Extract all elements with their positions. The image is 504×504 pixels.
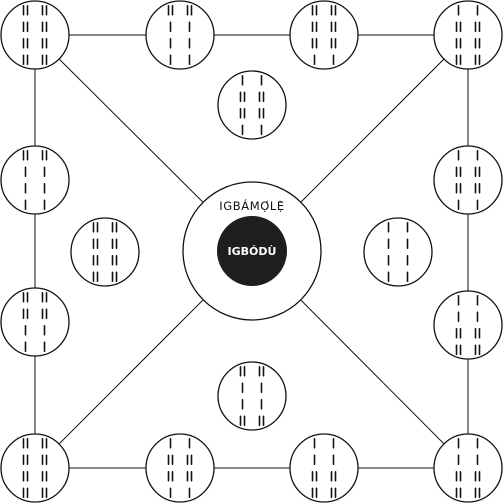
odu-node-inner-left	[70, 217, 140, 287]
odu-circle	[433, 290, 503, 360]
odu-node-right-lower	[433, 290, 503, 360]
odu-circle	[0, 287, 70, 357]
odu-circle	[217, 361, 287, 431]
odu-node-bottom-left-corner	[0, 433, 70, 503]
odu-circle	[145, 433, 215, 503]
odu-circle	[433, 0, 503, 70]
odu-circle	[217, 70, 287, 140]
odu-circle	[0, 433, 70, 503]
odu-node-bottom-right-corner	[433, 433, 503, 503]
center-node: IGBÁMỌ́LẸ̀ IGBÓDÙ	[182, 181, 322, 321]
odu-node-bottom-right-mid	[289, 433, 359, 503]
connector-lines	[34, 34, 469, 469]
odu-circle	[0, 145, 70, 215]
odu-circle	[433, 433, 503, 503]
odu-circle	[145, 0, 215, 70]
odu-node-top-right-corner	[433, 0, 503, 70]
inner-label: IGBÓDÙ	[228, 245, 277, 258]
odu-circle	[0, 0, 70, 70]
odu-node-inner-bottom	[217, 361, 287, 431]
odu-node-inner-right	[363, 217, 433, 287]
odu-circle	[433, 145, 503, 215]
odu-circle	[289, 0, 359, 70]
odu-node-right-upper	[433, 145, 503, 215]
odu-node-bottom-left-mid	[145, 433, 215, 503]
odu-node-left-lower	[0, 287, 70, 357]
odu-circle	[363, 217, 433, 287]
odu-node-top-left-mid	[145, 0, 215, 70]
odu-circle	[70, 217, 140, 287]
odu-circle	[289, 433, 359, 503]
odu-node-left-upper	[0, 145, 70, 215]
outer-label: IGBÁMỌ́LẸ̀	[219, 198, 285, 213]
inner-disc	[217, 216, 287, 286]
odu-node-top-left-corner	[0, 0, 70, 70]
odu-node-inner-top	[217, 70, 287, 140]
odu-node-top-right-mid	[289, 0, 359, 70]
